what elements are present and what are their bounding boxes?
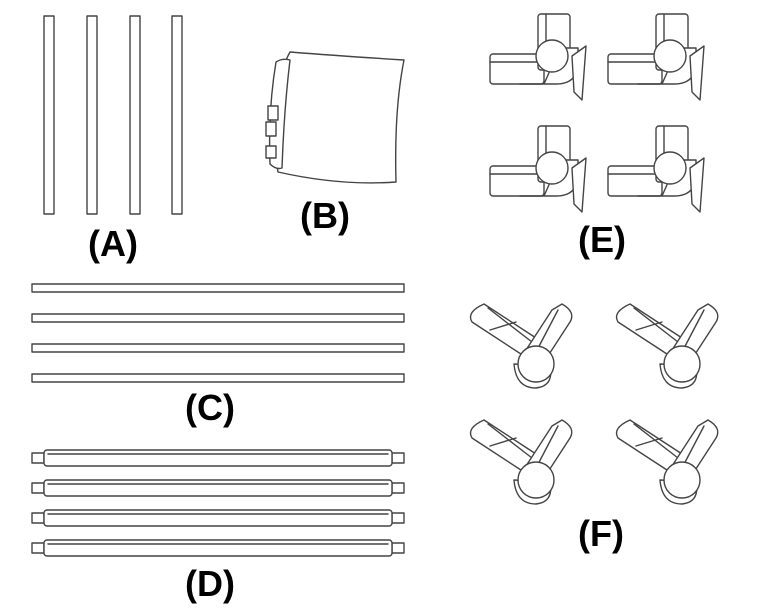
part-c-long-rods	[31, 283, 405, 383]
part-e-connectors	[489, 13, 705, 213]
label-e: (E)	[578, 219, 626, 260]
label-f: (F)	[578, 513, 624, 554]
part-d-capped-rods	[31, 449, 405, 557]
part-b-cover	[265, 51, 405, 184]
label-c: (C)	[185, 387, 235, 428]
label-a: (A)	[88, 223, 138, 264]
label-d: (D)	[185, 563, 235, 604]
part-a-rods	[43, 15, 183, 215]
part-f-connectors	[469, 303, 719, 505]
label-b: (B)	[300, 195, 350, 236]
